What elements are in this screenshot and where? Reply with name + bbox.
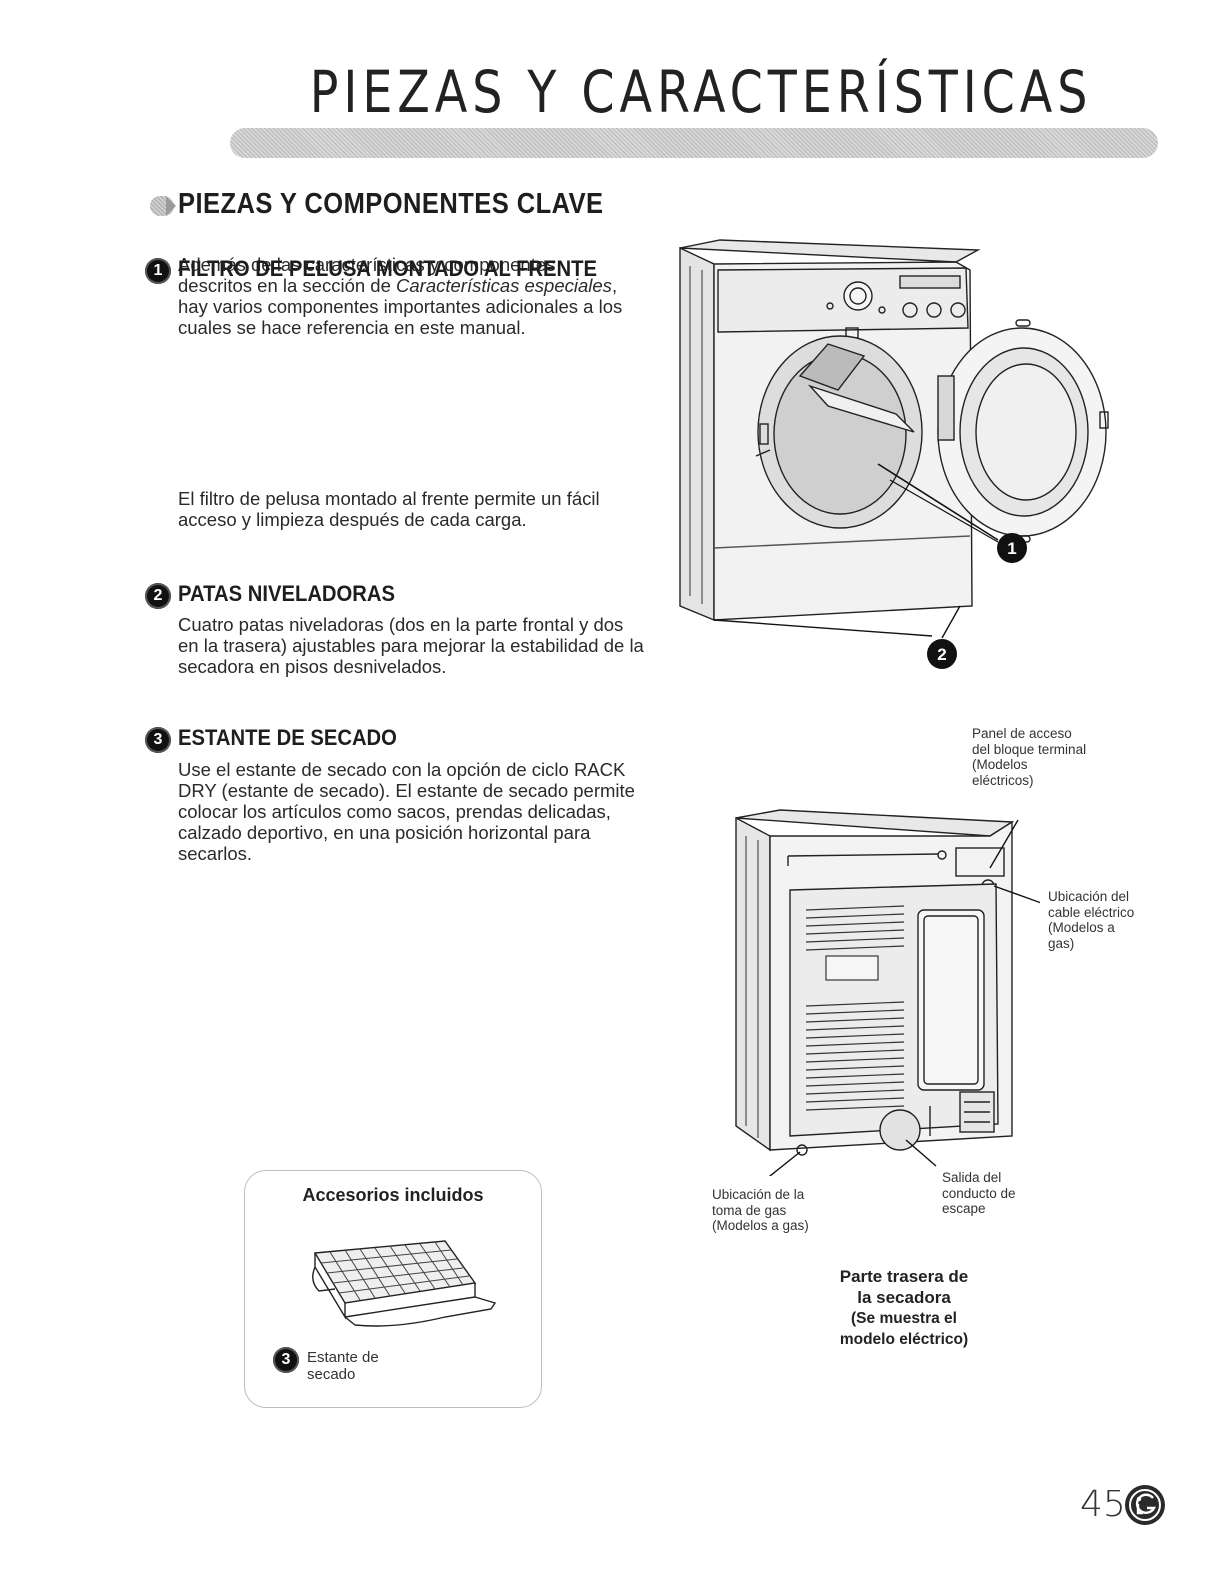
- feature-title-2: PATAS NIVELADORAS: [178, 581, 396, 606]
- drying-rack-icon: [312, 1240, 497, 1327]
- header-band: [230, 128, 1158, 158]
- accessories-box: Accesorios incluidos 3: [244, 1170, 542, 1408]
- section-arrow-icon: [166, 196, 176, 216]
- dryer-rear-illustration: [735, 809, 1040, 1176]
- feature-title-3: ESTANTE DE SECADO: [178, 725, 397, 750]
- rear-caption-line-2: la secadora: [857, 1288, 951, 1307]
- accessory-label: Estante de secado: [307, 1349, 379, 1383]
- feature-title-1: FILTRO DE PELUSA MONTADO AL FRENTE: [178, 256, 598, 281]
- page-number: 45: [1080, 1484, 1126, 1525]
- accessories-title: Accesorios incluidos: [302, 1185, 484, 1205]
- feature-description-2: Cuatro patas niveladoras (dos en la part…: [178, 614, 644, 677]
- page-title: PIEZAS Y CARACTERÍSTICAS: [309, 58, 1092, 126]
- front-marker-1-icon: [997, 533, 1027, 563]
- front-marker-2-label: 2: [937, 645, 946, 664]
- callout-gas-inlet: Ubicación de la toma de gas (Modelos a g…: [712, 1187, 809, 1233]
- callout-power-cord: Ubicación del cable eléctrico (Modelos a…: [1048, 889, 1135, 951]
- feature-description-3: Use el estante de secado con la opción d…: [178, 759, 635, 864]
- callout-exhaust: Salida del conducto de escape: [942, 1170, 1016, 1216]
- section-title: PIEZAS Y COMPONENTES CLAVE: [178, 188, 604, 220]
- accessory-number-3-icon: 3: [273, 1347, 299, 1373]
- feature-number-2-icon: 2: [145, 583, 171, 609]
- front-marker-1-label: 1: [1007, 539, 1016, 558]
- lg-logo-icon: [1125, 1485, 1165, 1525]
- callout-terminal-panel: Panel de acceso del bloque terminal (Mod…: [972, 726, 1087, 788]
- intro-text-italic: Características especiales: [396, 275, 612, 296]
- rear-diagram-caption: Parte trasera de la secadora (Se muestra…: [806, 1266, 1002, 1350]
- feature-number-1-icon: 1: [145, 258, 171, 284]
- dryer-front-illustration: 1 2: [679, 239, 1109, 669]
- feature-number-3-icon: 3: [145, 727, 171, 753]
- front-marker-2-icon: [927, 639, 957, 669]
- rear-caption-line-1: Parte trasera de: [839, 1267, 969, 1286]
- rear-caption-line-3: (Se muestra el: [851, 1310, 957, 1327]
- feature-description-1: El filtro de pelusa montado al frente pe…: [178, 488, 600, 530]
- intro-paragraph: Además de las características y componen…: [178, 254, 628, 338]
- intro-text-start: Además de las características y componen…: [178, 254, 556, 296]
- rear-caption-line-4: modelo eléctrico): [839, 1331, 969, 1348]
- intro-text-end: , hay varios componentes importantes adi…: [178, 275, 623, 338]
